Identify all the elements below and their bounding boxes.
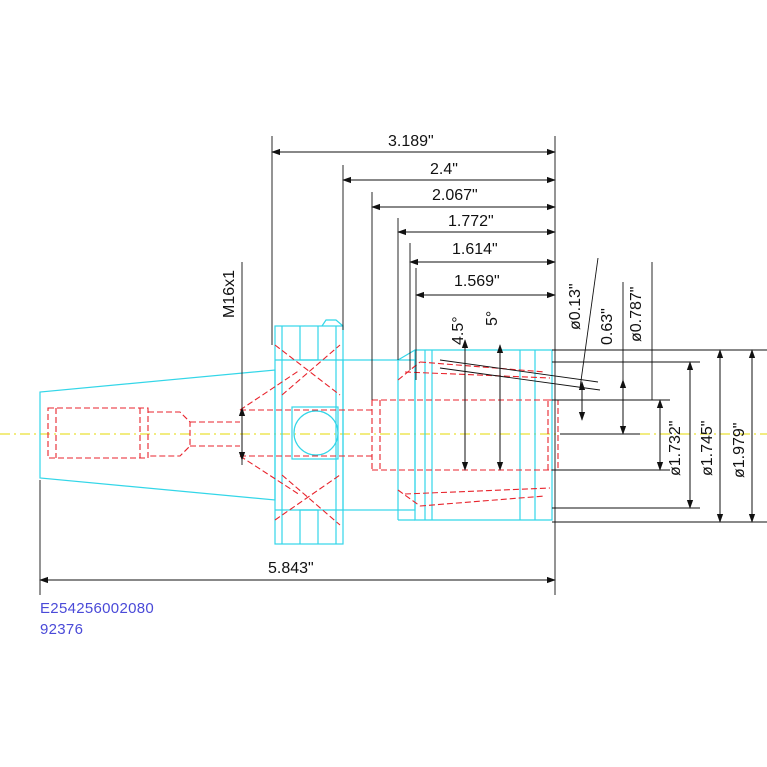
hidden-lines <box>47 344 559 526</box>
dia-1979-label: ø1.979" <box>731 423 748 479</box>
dim-1614: 1.614" <box>452 241 498 258</box>
dim-1569: 1.569" <box>454 273 500 290</box>
thread-label: M16x1 <box>221 270 238 318</box>
dim-1772: 1.772" <box>448 213 494 230</box>
angle-45-label: 4.5° <box>450 316 467 345</box>
dia-1745-label: ø1.745" <box>699 421 716 477</box>
len-063-label: 0.63" <box>599 308 616 345</box>
dia-1732-label: ø1.732" <box>667 421 684 477</box>
dim-2067: 2.067" <box>432 187 478 204</box>
dim-24: 2.4" <box>430 161 458 178</box>
part-code-line2: 92376 <box>40 621 84 638</box>
dia-0787-label: ø0.787" <box>628 287 645 343</box>
dim-3189: 3.189" <box>388 133 434 150</box>
dia-013-label: ø0.13" <box>567 283 584 330</box>
part-code-line1: E254256002080 <box>40 600 155 617</box>
dim-5843: 5.843" <box>268 560 314 577</box>
dimension-arrows <box>39 148 756 584</box>
angle-5-label: 5° <box>484 311 501 326</box>
angle-guide-2 <box>439 367 601 391</box>
angle-guide-1 <box>439 359 599 383</box>
extension-lines <box>39 136 767 595</box>
body-outline <box>39 319 553 545</box>
